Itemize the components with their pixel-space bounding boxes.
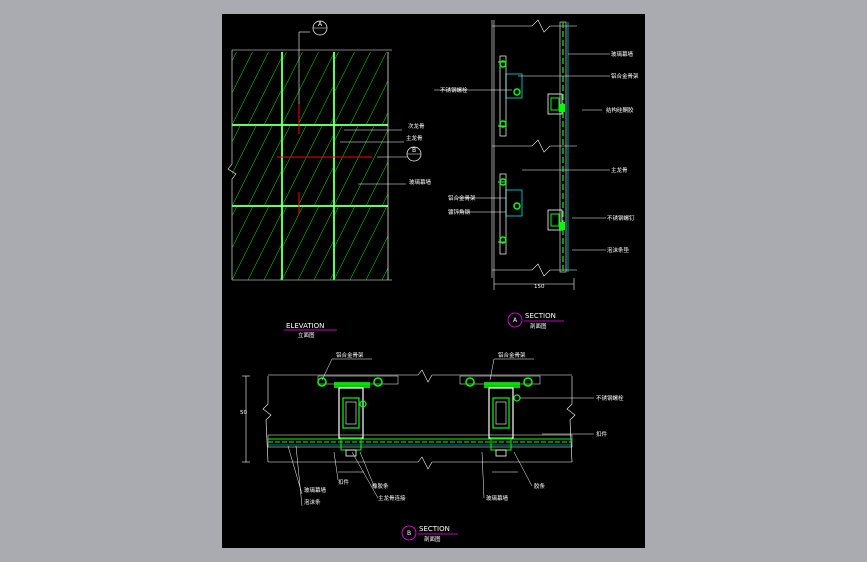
glass-hatch-line — [297, 52, 335, 126]
section-marker-a[interactable]: A — [312, 20, 328, 36]
profile-a-top — [547, 93, 565, 115]
svg-text:SECTION: SECTION — [525, 312, 556, 320]
glass-band-b — [267, 434, 573, 448]
svg-text:A: A — [513, 317, 518, 324]
glass-hatch-line — [281, 205, 304, 249]
glass-hatch-line — [297, 207, 335, 281]
svg-text:SECTION: SECTION — [419, 525, 450, 533]
elevation-subtitle: 立面图 — [298, 331, 315, 339]
sec-a-callout-3: 不锈钢螺栓 — [440, 86, 468, 94]
sec-b-callout-4: 扣件 — [338, 478, 350, 486]
svg-text:50: 50 — [240, 410, 247, 416]
glass-hatch-line — [333, 124, 375, 207]
glass-hatch-line — [247, 137, 283, 207]
sec-a-callout-6: 铝合金骨架 — [448, 194, 476, 202]
sec-b-callout-7: 铝合金骨架 — [498, 351, 526, 359]
sec-a-callout-5: 主龙骨 — [611, 166, 628, 174]
sec-a-callout-7: 镀锌角钢 — [448, 208, 471, 216]
glass-hatch-line — [263, 88, 283, 126]
sec-a-callout-4: 结构硅酮胶 — [606, 106, 634, 114]
glass-hatch-line — [333, 124, 343, 143]
glass-hatch-line — [281, 51, 303, 94]
glass-hatch-line — [231, 205, 238, 217]
glass-hatch-line — [349, 205, 388, 281]
glass-hatch-line — [313, 165, 335, 207]
glass-hatch-line — [231, 124, 241, 143]
glass-hatch-line — [365, 235, 389, 281]
glass-hatch-line — [313, 239, 335, 281]
glass-hatch-line — [381, 193, 389, 207]
sec-b-callout-8: 不锈钢螺栓 — [596, 394, 624, 402]
svg-text:A: A — [318, 21, 323, 28]
elevation-mullions — [232, 52, 388, 280]
bolts-a — [499, 60, 521, 244]
profile-b-right — [459, 375, 541, 457]
glass-hatch-line — [333, 51, 371, 126]
svg-text:剖面图: 剖面图 — [530, 322, 547, 330]
profile-b-left — [317, 375, 399, 457]
glass-hatch-line — [333, 124, 359, 175]
glass-hatch-line — [333, 205, 356, 249]
glass-hatch-line — [313, 84, 335, 126]
glass-hatch-line — [231, 51, 253, 94]
section-b-view: 铝合金骨架 玻璃幕墙 泡沫条 扣件 橡胶条 主龙骨连接 铝合金骨架 不锈钢螺栓 … — [240, 351, 624, 543]
section-marker-b[interactable]: B — [406, 146, 422, 162]
glass-hatch-line — [231, 124, 273, 207]
glass-hatch-line — [281, 124, 307, 175]
glass-hatch-line — [349, 51, 387, 126]
elev-callout-2: 次龙骨 — [408, 122, 425, 130]
sec-a-callout-8: 不锈钢螺钉 — [607, 214, 635, 222]
sec-b-callout-10: 玻璃幕墙 — [486, 494, 509, 502]
drawing-sheet: A B 主龙骨 次龙骨 玻璃幕墙 ELEVATION 立面图 — [222, 14, 645, 548]
elevation-view: A B 主龙骨 次龙骨 玻璃幕墙 ELEVATION 立面图 — [227, 20, 432, 339]
elev-callout-1: 主龙骨 — [406, 134, 423, 142]
glass-hatch-line — [333, 51, 355, 94]
glass-hatch-line — [281, 205, 320, 281]
glass-hatch-line — [247, 211, 283, 281]
glass-hatch-line — [297, 133, 335, 207]
glass-hatch-line — [349, 129, 389, 207]
glass-pane-a — [559, 21, 569, 273]
cad-drawing: A B 主龙骨 次龙骨 玻璃幕墙 ELEVATION 立面图 — [227, 19, 639, 543]
glass-hatch-line — [231, 124, 257, 175]
section-a-title[interactable]: A SECTION 剖面图 — [507, 312, 564, 330]
elev-callout-3: 玻璃幕墙 — [409, 178, 432, 186]
glass-hatch-line — [381, 267, 389, 281]
svg-text:B: B — [407, 530, 411, 537]
sec-a-callout-1: 玻璃幕墙 — [611, 50, 634, 58]
sec-b-callout-5: 橡胶条 — [372, 482, 389, 490]
glass-hatch-line — [231, 51, 237, 62]
sec-b-callout-6: 主龙骨连接 — [378, 494, 406, 502]
glass-hatch-line — [231, 205, 270, 281]
sec-b-callout-2: 玻璃幕墙 — [304, 486, 327, 494]
sec-b-callout-1: 铝合金骨架 — [336, 351, 364, 359]
glass-hatch-line — [247, 56, 283, 126]
svg-text:B: B — [412, 147, 416, 154]
section-b-title[interactable]: B SECTION 剖面图 — [401, 525, 458, 543]
sec-a-callout-9: 泡沫条垫 — [607, 246, 630, 254]
svg-text:150: 150 — [534, 284, 545, 290]
sec-b-callout-11: 胶条 — [534, 482, 546, 490]
sec-b-callout-9: 扣件 — [596, 430, 608, 438]
glass-hatch-line — [281, 124, 291, 143]
glass-hatch-line — [263, 243, 283, 281]
glass-hatch-line — [231, 51, 269, 126]
glass-hatch-line — [231, 205, 254, 249]
glass-hatch-line — [381, 112, 389, 126]
glass-hatch-line — [281, 124, 323, 207]
glass-hatch-line — [333, 205, 372, 281]
glass-hatch-line — [281, 51, 319, 126]
glass-hatch-line — [365, 80, 389, 126]
sec-a-callout-2: 铝合金骨架 — [611, 72, 639, 80]
elevation-title: ELEVATION — [286, 322, 324, 330]
sec-b-callout-3: 泡沫条 — [304, 498, 321, 506]
glass-hatch-line — [263, 169, 283, 207]
svg-text:剖面图: 剖面图 — [424, 535, 441, 543]
profile-a-bottom — [547, 209, 565, 231]
section-a-view: 150 — [434, 19, 639, 330]
